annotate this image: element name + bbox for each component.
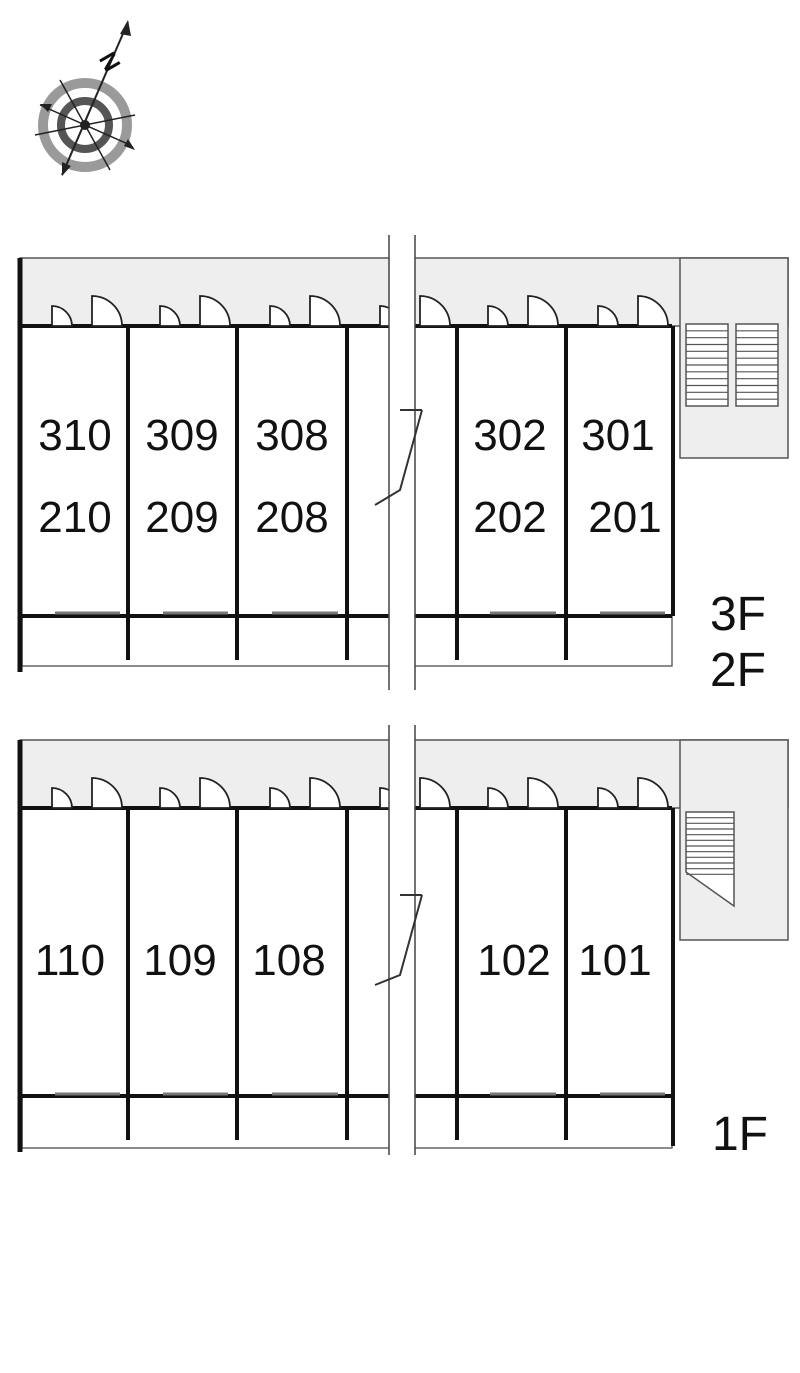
door-icon	[527, 777, 559, 809]
door-icon	[527, 295, 559, 327]
door-icon	[199, 295, 231, 327]
floor-label-1f: 1F	[712, 1108, 768, 1161]
door-icon	[419, 777, 451, 809]
unit-label-209: 209	[145, 493, 218, 542]
door-icon	[309, 295, 341, 327]
door-icon	[487, 787, 509, 809]
unit-label-110: 110	[35, 936, 105, 985]
unit-label-302: 302	[473, 411, 546, 460]
door-icon	[91, 777, 123, 809]
door-icon	[487, 305, 509, 327]
unit-label-309: 309	[145, 411, 218, 460]
north-compass-icon: N	[34, 20, 136, 176]
unit-label-308: 308	[255, 411, 328, 460]
door-icon	[51, 305, 73, 327]
unit-label-208: 208	[255, 493, 328, 542]
unit-label-301: 301	[581, 411, 654, 460]
door-icon	[269, 787, 291, 809]
door-icon	[159, 787, 181, 809]
door-icon	[159, 305, 181, 327]
unit-label-201: 201	[588, 493, 661, 542]
lower-floor-plan: 110 109 108 102 101 1F	[17, 725, 789, 1161]
floor-label-3f: 3F	[710, 588, 766, 641]
unit-label-101: 101	[578, 936, 651, 985]
north-letter: N	[93, 48, 125, 77]
unit-label-109: 109	[143, 936, 216, 985]
unit-label-202: 202	[473, 493, 546, 542]
unit-label-108: 108	[252, 936, 325, 985]
upper-floor-plan: 310 309 308 302 301 210 209 208 202 201 …	[17, 235, 789, 697]
door-icon	[91, 295, 123, 327]
unit-label-310: 310	[38, 411, 111, 460]
door-icons	[51, 777, 669, 809]
door-icons	[51, 295, 669, 327]
door-icon	[637, 295, 669, 327]
unit-label-210: 210	[38, 493, 111, 542]
door-icon	[199, 777, 231, 809]
floor-label-2f: 2F	[710, 644, 766, 697]
door-icon	[51, 787, 73, 809]
door-icon	[597, 305, 619, 327]
door-icon	[309, 777, 341, 809]
door-icon	[419, 295, 451, 327]
door-icon	[269, 305, 291, 327]
unit-label-102: 102	[477, 936, 550, 985]
door-icon	[637, 777, 669, 809]
door-icon	[597, 787, 619, 809]
